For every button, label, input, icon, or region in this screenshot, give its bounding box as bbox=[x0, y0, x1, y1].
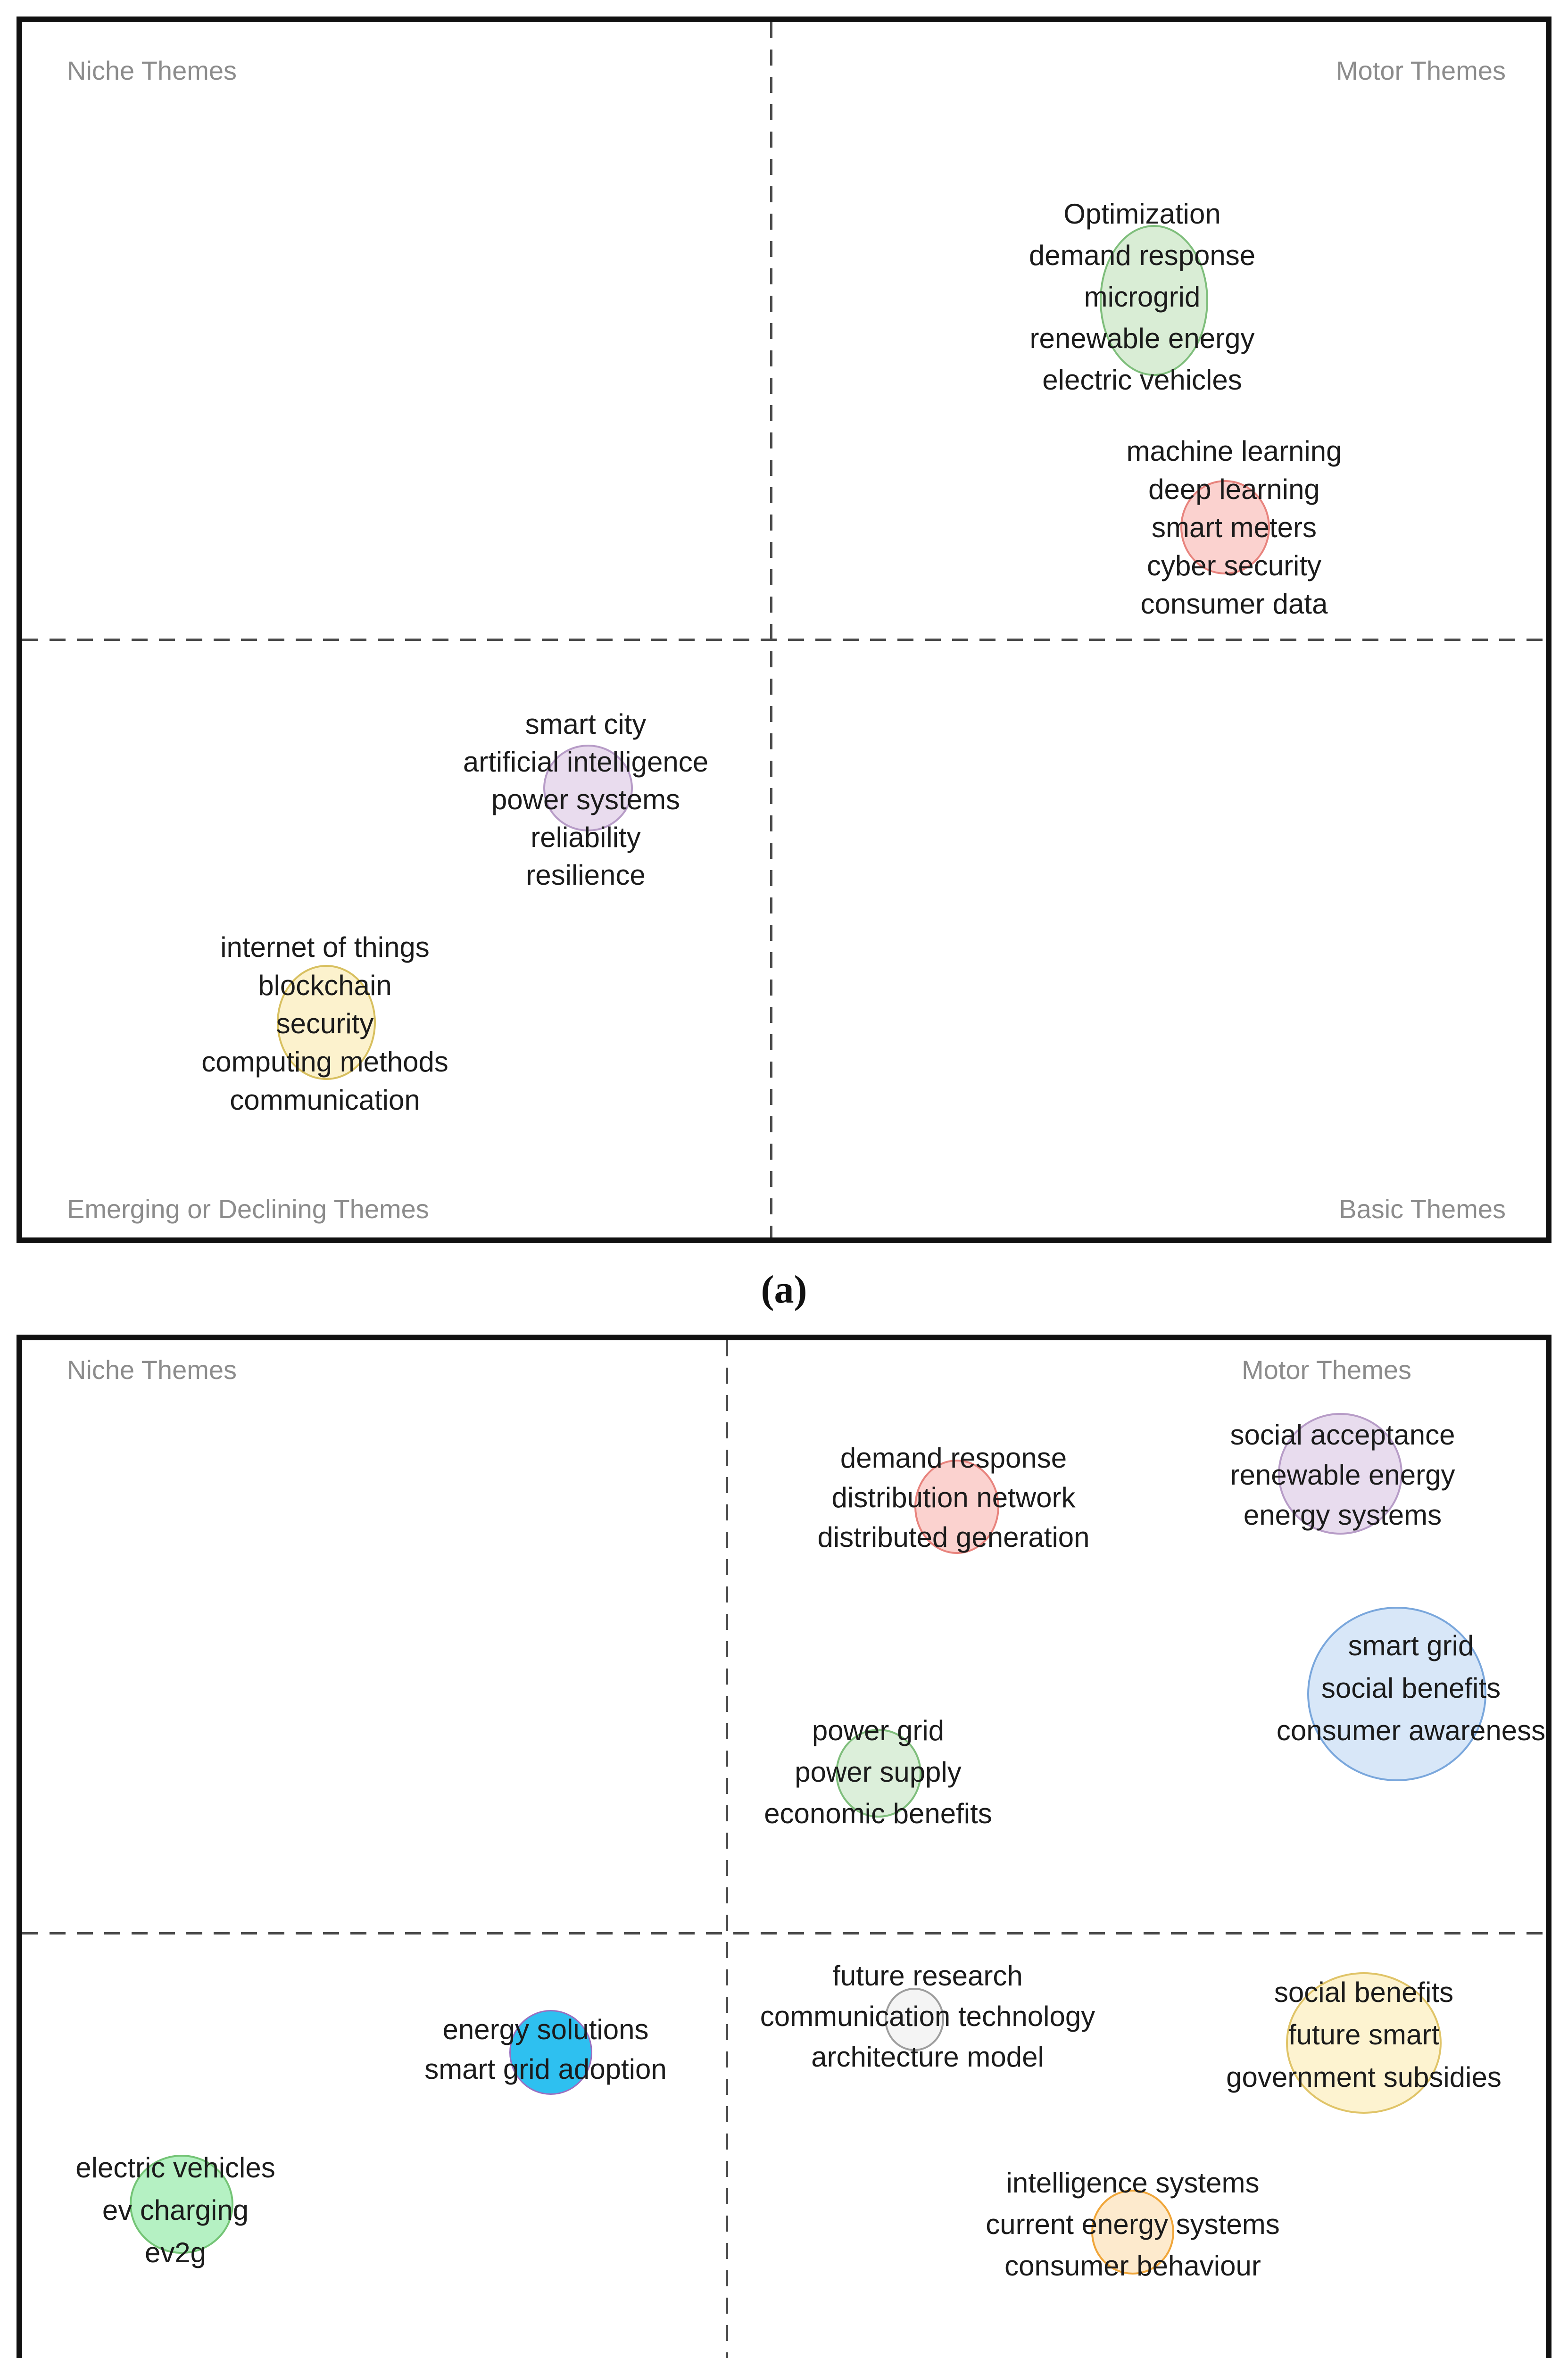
cluster-term: electric vehicles bbox=[1042, 364, 1242, 396]
cluster-term: reliability bbox=[531, 822, 641, 853]
cluster-terms-power-systems: smart city artificial intelligence power… bbox=[256, 706, 916, 894]
cluster-bubble-security bbox=[277, 965, 376, 1080]
cluster-term: resilience bbox=[526, 859, 646, 891]
quadrant-divider-horizontal bbox=[22, 1932, 1546, 1935]
quadrant-label-emerging: Emerging or Declining Themes bbox=[67, 1194, 429, 1224]
thematic-map-panel-b: Niche Themes Motor Themes Emerging or De… bbox=[17, 1335, 1551, 2358]
cluster-term: ev charging bbox=[102, 2194, 249, 2226]
quadrant-label-motor: Motor Themes bbox=[1242, 1355, 1411, 1385]
cluster-terms-future-research: future research communication technology… bbox=[597, 1956, 1258, 2077]
cluster-term: distribution network bbox=[831, 1482, 1076, 1513]
cluster-term: energy solutions bbox=[442, 2014, 649, 2045]
cluster-term: blockchain bbox=[258, 970, 392, 1001]
cluster-term: economic benefits bbox=[764, 1798, 992, 1829]
cluster-term: smart meters bbox=[1151, 512, 1317, 543]
cluster-term: demand response bbox=[840, 1442, 1067, 1474]
cluster-terms-power-grid: power grid power supply economic benefit… bbox=[548, 1710, 1208, 1835]
cluster-term: computing methods bbox=[201, 1046, 448, 1078]
cluster-term: power systems bbox=[491, 784, 680, 815]
quadrant-label-niche: Niche Themes bbox=[67, 1355, 237, 1385]
cluster-bubble-intelligence-systems bbox=[1091, 2190, 1174, 2275]
cluster-term: intelligence systems bbox=[1006, 2167, 1260, 2199]
cluster-term: smart city bbox=[525, 708, 647, 740]
cluster-bubble-smart-grid bbox=[1307, 1607, 1486, 1781]
cluster-terms-microgrid: Optimization demand response microgrid r… bbox=[812, 193, 1472, 401]
cluster-term: artificial intelligence bbox=[463, 746, 709, 778]
cluster-term: electric vehicles bbox=[75, 2152, 275, 2184]
cluster-term: consumer data bbox=[1140, 588, 1328, 620]
cluster-bubble-social-acceptance bbox=[1278, 1413, 1402, 1535]
cluster-terms-social-acceptance: social acceptance renewable energy energ… bbox=[1012, 1415, 1568, 1535]
cluster-term: social benefits bbox=[1274, 1976, 1454, 2008]
quadrant-divider-vertical bbox=[726, 1340, 728, 2358]
cluster-term: social benefits bbox=[1321, 1672, 1501, 1704]
cluster-term: architecture model bbox=[811, 2041, 1044, 2073]
cluster-terms-distribution-network: demand response distribution network dis… bbox=[623, 1438, 1284, 1557]
cluster-term: ev2g bbox=[144, 2237, 207, 2268]
cluster-term: smart grid bbox=[1348, 1630, 1474, 1661]
cluster-term: consumer awareness bbox=[1276, 1715, 1546, 1746]
cluster-term: future research bbox=[832, 1960, 1023, 1992]
cluster-term: government subsidies bbox=[1226, 2061, 1502, 2093]
quadrant-label-niche: Niche Themes bbox=[67, 56, 237, 85]
cluster-term: renewable energy bbox=[1029, 323, 1255, 354]
cluster-terms-security: internet of things blockchain security c… bbox=[0, 928, 655, 1119]
cluster-term: power supply bbox=[795, 1756, 962, 1788]
cluster-terms-energy-solutions: energy solutions smart grid adoption bbox=[216, 2010, 876, 2089]
cluster-term: future smart bbox=[1288, 2019, 1440, 2051]
cluster-bubble-energy-solutions bbox=[509, 2010, 592, 2095]
cluster-term: communication technology bbox=[760, 2001, 1095, 2032]
cluster-term: deep learning bbox=[1148, 473, 1320, 505]
cluster-term: consumer behaviour bbox=[1004, 2250, 1261, 2282]
cluster-term: distributed generation bbox=[817, 1521, 1090, 1553]
cluster-term: Optimization bbox=[1063, 198, 1221, 230]
cluster-terms-smart-grid: smart grid social benefits consumer awar… bbox=[1081, 1625, 1568, 1752]
cluster-term: machine learning bbox=[1126, 435, 1342, 467]
quadrant-divider-vertical bbox=[770, 22, 772, 1237]
cluster-term: current energy systems bbox=[986, 2209, 1280, 2240]
cluster-terms-intelligence-systems: intelligence systems current energy syst… bbox=[803, 2162, 1463, 2287]
cluster-term: internet of things bbox=[220, 931, 430, 963]
quadrant-label-basic: Basic Themes bbox=[1339, 1194, 1506, 1224]
thematic-map-panel-a: Niche Themes Motor Themes Emerging or De… bbox=[17, 17, 1551, 1243]
caption-a: (a) bbox=[761, 1268, 807, 1312]
cluster-term: power grid bbox=[812, 1715, 945, 1746]
cluster-terms-smart-meters: machine learning deep learning smart met… bbox=[904, 432, 1564, 623]
cluster-term: cyber security bbox=[1146, 550, 1322, 581]
cluster-bubble-future-research bbox=[885, 1988, 944, 2051]
cluster-term: smart grid adoption bbox=[424, 2053, 667, 2085]
cluster-term: social acceptance bbox=[1230, 1419, 1455, 1451]
cluster-terms-electric-vehicles: electric vehicles ev charging ev2g bbox=[0, 2147, 506, 2274]
cluster-term: energy systems bbox=[1243, 1499, 1442, 1531]
cluster-bubble-electric-vehicles bbox=[130, 2155, 233, 2254]
cluster-bubble-power-systems bbox=[543, 745, 633, 831]
cluster-term: renewable energy bbox=[1230, 1459, 1455, 1491]
cluster-bubble-distribution-network bbox=[914, 1460, 999, 1554]
quadrant-divider-horizontal bbox=[22, 639, 1546, 641]
cluster-term: communication bbox=[230, 1084, 420, 1116]
cluster-bubble-microgrid bbox=[1100, 225, 1208, 376]
cluster-bubble-power-grid bbox=[836, 1729, 921, 1818]
cluster-terms-government-subsidies: social benefits future smart government … bbox=[1034, 1971, 1568, 2099]
cluster-term: security bbox=[276, 1008, 374, 1039]
cluster-bubble-government-subsidies bbox=[1286, 1972, 1442, 2114]
cluster-term: demand response bbox=[1029, 240, 1256, 271]
cluster-bubble-smart-meters bbox=[1180, 480, 1270, 574]
quadrant-label-motor: Motor Themes bbox=[1336, 56, 1506, 85]
cluster-term: microgrid bbox=[1084, 281, 1201, 313]
